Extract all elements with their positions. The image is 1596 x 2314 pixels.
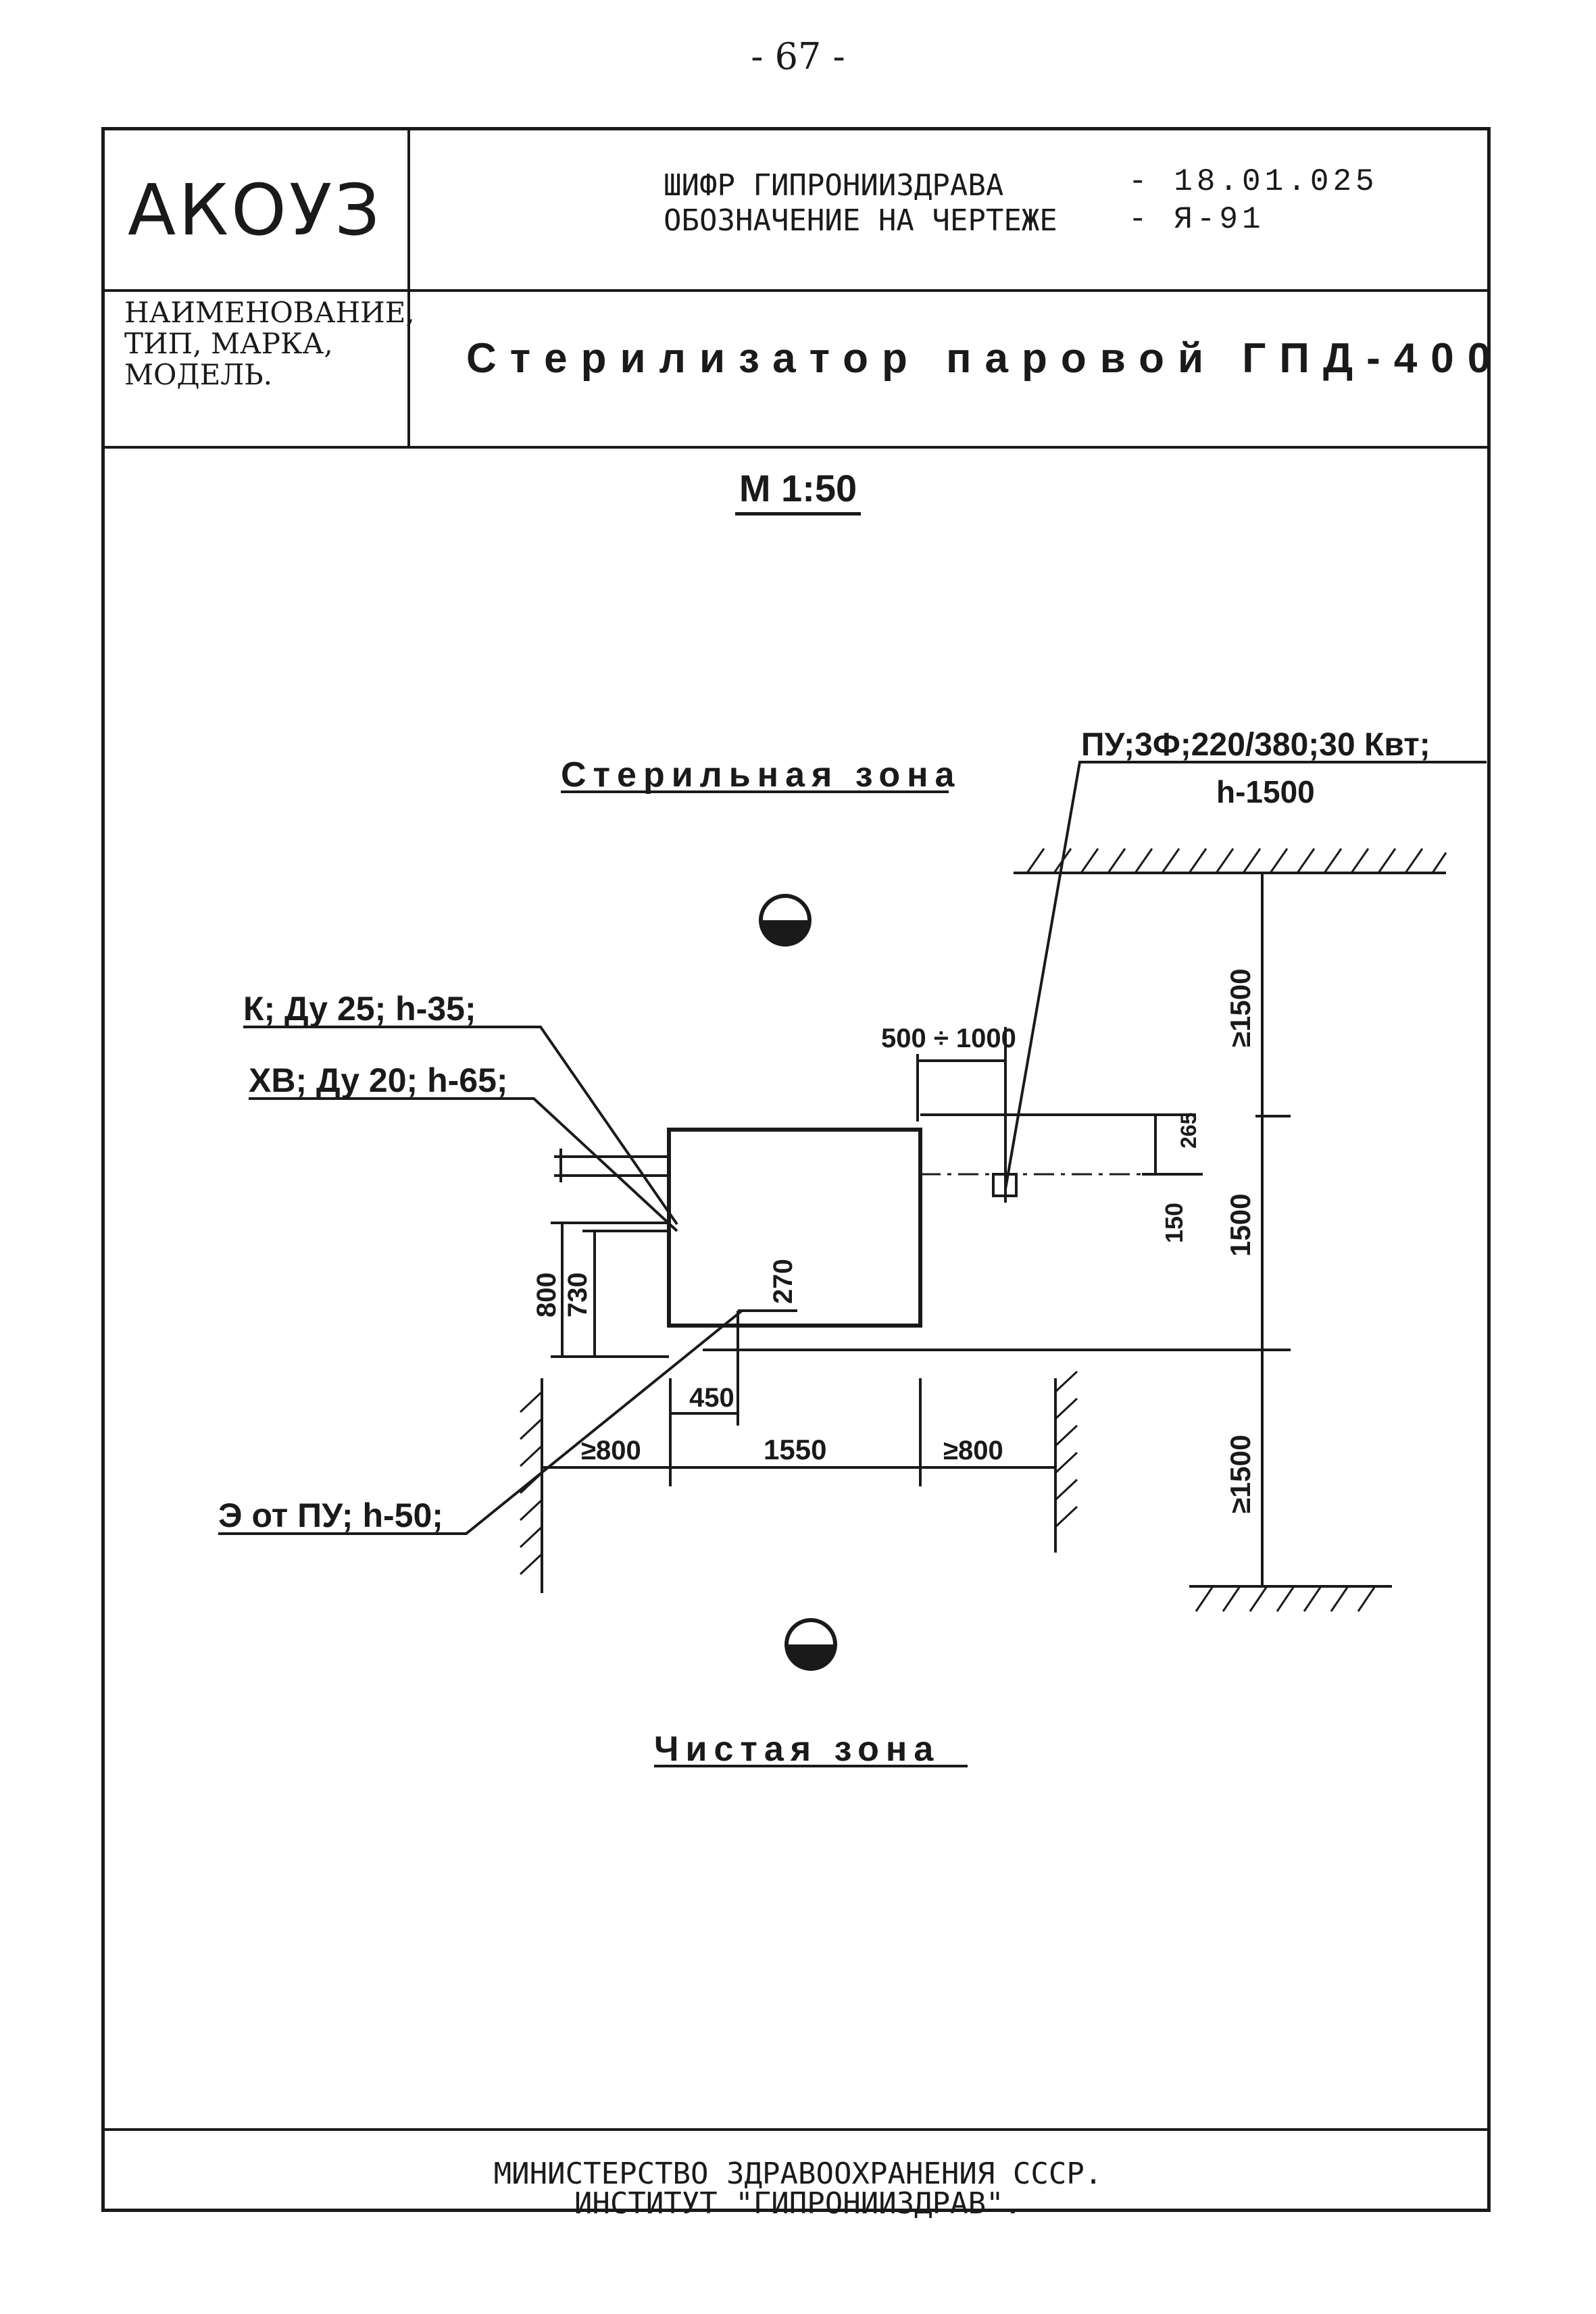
left-wall-hatching <box>519 1390 543 1576</box>
sterile-zone-label: Стерильная зона <box>561 755 961 795</box>
leader-k <box>243 1026 678 1226</box>
dim-1500-mid: 1500 <box>1224 1194 1256 1257</box>
dim-1550: 1550 <box>764 1434 826 1465</box>
bottom-wall-hatching <box>1195 1586 1376 1612</box>
sterilizer-body <box>667 1128 922 1328</box>
leader-power <box>1004 761 1487 1190</box>
naming-line-1: НАИМЕНОВАНИЕ, <box>124 296 415 329</box>
callout-e: Э от ПУ; h-50; <box>218 1496 443 1534</box>
header-divider <box>101 289 1491 292</box>
naming-line-2: ТИП, МАРКА, <box>124 327 333 360</box>
callout-k: К; Ду 25; h-35; <box>243 990 476 1028</box>
dim-265: 265 <box>1176 1113 1201 1149</box>
power-label-line-1: ПУ;3Ф;220/380;30 Квт; <box>1081 727 1430 763</box>
title-block-divider <box>101 446 1491 449</box>
naming-label: НАИМЕНОВАНИЕ, ТИП, МАРКА, МОДЕЛЬ. <box>124 297 415 391</box>
dim-730: 730 <box>563 1272 593 1317</box>
clean-zone-label: Чистая зона <box>654 1730 940 1769</box>
dim-270: 270 <box>768 1259 798 1304</box>
title-block-column-divider <box>407 127 410 447</box>
code-value-1: - 18.01.025 <box>1128 164 1378 199</box>
drawing-scale: М 1:50 <box>0 466 1596 515</box>
leader-xv <box>249 1097 678 1232</box>
dim-500-1000: 500 ÷ 1000 <box>881 1024 1016 1053</box>
footer-block: МИНИСТЕРСТВО ЗДРАВООХРАНЕНИЯ СССР. ИНСТИ… <box>0 2159 1596 2219</box>
footer-line-1: МИНИСТЕРСТВО ЗДРАВООХРАНЕНИЯ СССР. <box>493 2157 1103 2191</box>
equipment-title: Стерилизатор паровой ГПД-400 <box>466 335 1505 382</box>
footer-divider <box>101 2128 1491 2131</box>
top-wall-hatching <box>1026 848 1447 874</box>
code-label-2: ОБОЗНАЧЕНИЕ НА ЧЕРТЕЖЕ <box>664 203 1057 238</box>
logo-text: АКОУЗ <box>128 169 382 251</box>
page-number: - 67 - <box>751 35 845 78</box>
footer-line-2: ИНСТИТУТ "ГИПРОНИИЗДРАВ". <box>574 2186 1022 2221</box>
right-wall-hatching <box>1054 1370 1078 1528</box>
dim-1500-bot: ≥1500 <box>1224 1435 1256 1513</box>
dim-800-right: ≥800 <box>943 1436 1003 1465</box>
dim-450: 450 <box>689 1383 734 1413</box>
floor-drain-top-fill <box>761 920 809 945</box>
code-label-1: ШИФР ГИПРОНИИЗДРАВА <box>664 168 1004 203</box>
power-label-line-2: h-1500 <box>1216 774 1315 809</box>
naming-line-3: МОДЕЛЬ. <box>124 358 272 391</box>
dim-1500-top: ≥1500 <box>1224 969 1256 1047</box>
dim-800-vertical: 800 <box>532 1272 562 1317</box>
dim-800-left: ≥800 <box>581 1436 641 1465</box>
floor-drain-bottom-fill <box>787 1644 835 1669</box>
dim-150: 150 <box>1160 1203 1188 1243</box>
scale-label: М 1:50 <box>734 467 862 515</box>
callout-xv: ХВ; Ду 20; h-65; <box>249 1061 508 1099</box>
leader-e <box>218 1309 743 1535</box>
code-value-2: - Я-91 <box>1128 202 1265 237</box>
drawing-frame <box>101 127 1491 2212</box>
